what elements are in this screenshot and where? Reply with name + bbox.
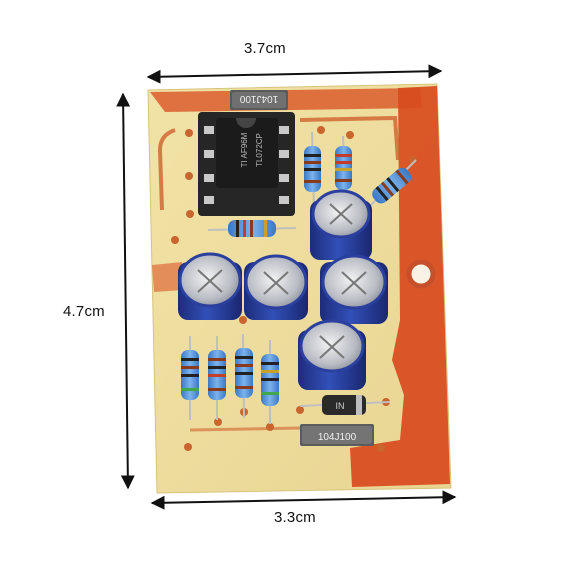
ic-chip: TI AF96M TL072CP (198, 112, 295, 216)
electrolytic-capacitor-3 (310, 189, 372, 260)
electrolytic-capacitor-4 (320, 254, 388, 324)
film-capacitor-bottom: 104J100 (300, 424, 374, 446)
film-capacitor-top: 104J100 (230, 90, 288, 110)
electrolytic-capacitor-2 (244, 254, 308, 320)
chip-line-2: TL072CP (255, 133, 264, 167)
width-bottom-label: 3.3cm (274, 509, 316, 526)
width-top-label: 3.7cm (244, 40, 286, 57)
film-capacitor-top-label: 104J100 (239, 93, 278, 104)
resistor-bottom-3 (235, 333, 253, 419)
chip-line-1: TI AF96M (240, 132, 249, 167)
dimension-arrows (116, 64, 457, 510)
resistor-top-1 (304, 131, 321, 211)
resistor-bottom-2 (208, 336, 226, 420)
resistor-bottom-1 (181, 336, 199, 420)
electrolytic-capacitor-1 (178, 252, 242, 320)
diode: IN (299, 395, 391, 415)
height-left-label: 4.7cm (63, 303, 105, 320)
resistor-horizontal (207, 220, 297, 237)
diode-label: IN (336, 401, 345, 411)
resistor-bottom-4 (261, 340, 279, 424)
resistor-diagonal (365, 159, 417, 211)
film-capacitor-bottom-label: 104J100 (318, 432, 357, 443)
electrolytic-capacitor-5 (298, 319, 366, 390)
